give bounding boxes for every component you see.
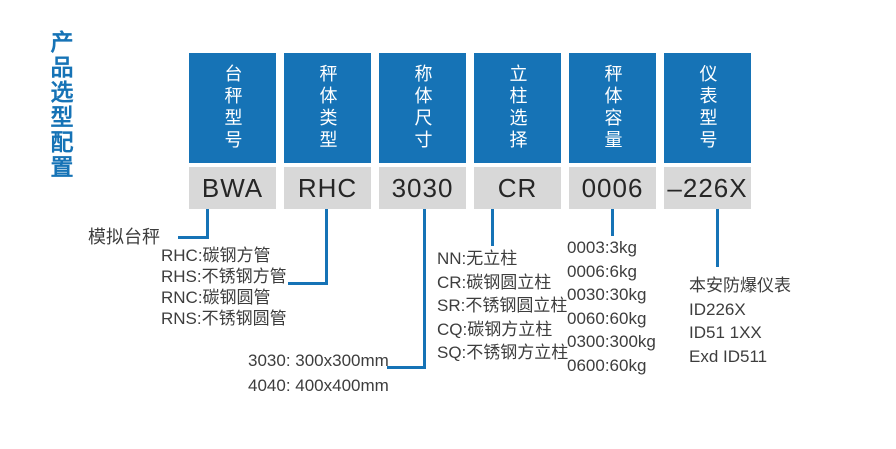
- annotation-line: NN:无立柱: [437, 249, 518, 268]
- annotation-line: 0003:3kg: [567, 238, 637, 257]
- annotation-line: 0030:30kg: [567, 285, 647, 304]
- connector-platform-model-horizontal: [178, 236, 209, 239]
- column-platform-model: 台秤型号 BWA: [189, 53, 276, 209]
- column-value-capacity: 0006: [569, 167, 656, 209]
- annotation-capacity-options: 0003:3kg 0006:6kg 0030:30kg 0060:60kg 0300:3…: [567, 236, 656, 377]
- annotation-platform-model: 模拟台秤: [88, 227, 160, 248]
- annotation-line: ID51 1XX: [689, 323, 762, 342]
- column-header-body-size: 称体尺寸: [379, 53, 466, 163]
- column-value-meter-model: –226X: [664, 167, 751, 209]
- column-value-platform-model: BWA: [189, 167, 276, 209]
- annotation-line: 0300:300kg: [567, 332, 656, 351]
- annotation-line: 模拟台秤: [88, 227, 160, 247]
- connector-platform-model-vertical: [206, 209, 209, 239]
- column-header-body-type: 秤体类型: [284, 53, 371, 163]
- column-header-platform-model: 台秤型号: [189, 53, 276, 163]
- annotation-body-type-options: RHC:碳钢方管 RHS:不锈钢方管 RNC:碳钢圆管 RNS:不锈钢圆管: [161, 245, 287, 329]
- annotation-line: 4040: 400x400mm: [248, 376, 389, 395]
- connector-body-size-horizontal: [387, 366, 426, 369]
- annotation-line: RNC:碳钢圆管: [161, 288, 271, 307]
- annotation-body-size-options: 3030: 300x300mm 4040: 400x400mm: [248, 348, 389, 398]
- column-meter-model: 仪表型号 –226X: [664, 53, 751, 209]
- column-body-type: 秤体类型 RHC: [284, 53, 371, 209]
- annotation-line: SR:不锈钢圆立柱: [437, 296, 568, 315]
- column-capacity: 秤体容量 0006: [569, 53, 656, 209]
- connector-capacity-vertical: [611, 209, 614, 236]
- annotation-line: 0006:6kg: [567, 261, 637, 281]
- connector-body-size-vertical: [423, 209, 426, 369]
- annotation-line: CR:碳钢圆立柱: [437, 272, 552, 292]
- connector-meter-model-vertical: [716, 209, 719, 267]
- annotation-line: CQ:碳钢方立柱: [437, 319, 553, 339]
- annotation-line: RHC:碳钢方管: [161, 246, 271, 265]
- connector-body-type-horizontal: [288, 282, 328, 285]
- annotation-line: ID226X: [689, 299, 746, 319]
- page-title: 产品选型配置: [47, 30, 73, 180]
- annotation-meter-model-options: 本安防爆仪表 ID226X ID51 1XX Exd ID511: [689, 274, 791, 368]
- column-column-selection: 立柱选择 CR: [474, 53, 561, 209]
- annotation-line: RHS:不锈钢方管: [161, 267, 287, 286]
- column-value-body-size: 3030: [379, 167, 466, 209]
- connector-column-selection-vertical: [491, 209, 494, 246]
- annotation-line: 0060:60kg: [567, 308, 647, 328]
- column-body-size: 称体尺寸 3030: [379, 53, 466, 209]
- annotation-line: Exd ID511: [689, 346, 768, 366]
- column-header-capacity: 秤体容量: [569, 53, 656, 163]
- annotation-line: SQ:不锈钢方立柱: [437, 343, 569, 362]
- column-header-column-selection: 立柱选择: [474, 53, 561, 163]
- annotation-column-selection-options: NN:无立柱 CR:碳钢圆立柱 SR:不锈钢圆立柱 CQ:碳钢方立柱 SQ:不锈钢方立柱: [437, 247, 568, 365]
- annotation-line: 0600:60kg: [567, 355, 647, 375]
- annotation-line: RNS:不锈钢圆管: [161, 309, 287, 328]
- connector-body-type-vertical: [325, 209, 328, 285]
- annotation-line: 3030: 300x300mm: [248, 351, 389, 370]
- column-header-meter-model: 仪表型号: [664, 53, 751, 163]
- annotation-line: 本安防爆仪表: [689, 276, 791, 295]
- column-value-column-selection: CR: [474, 167, 561, 209]
- column-value-body-type: RHC: [284, 167, 371, 209]
